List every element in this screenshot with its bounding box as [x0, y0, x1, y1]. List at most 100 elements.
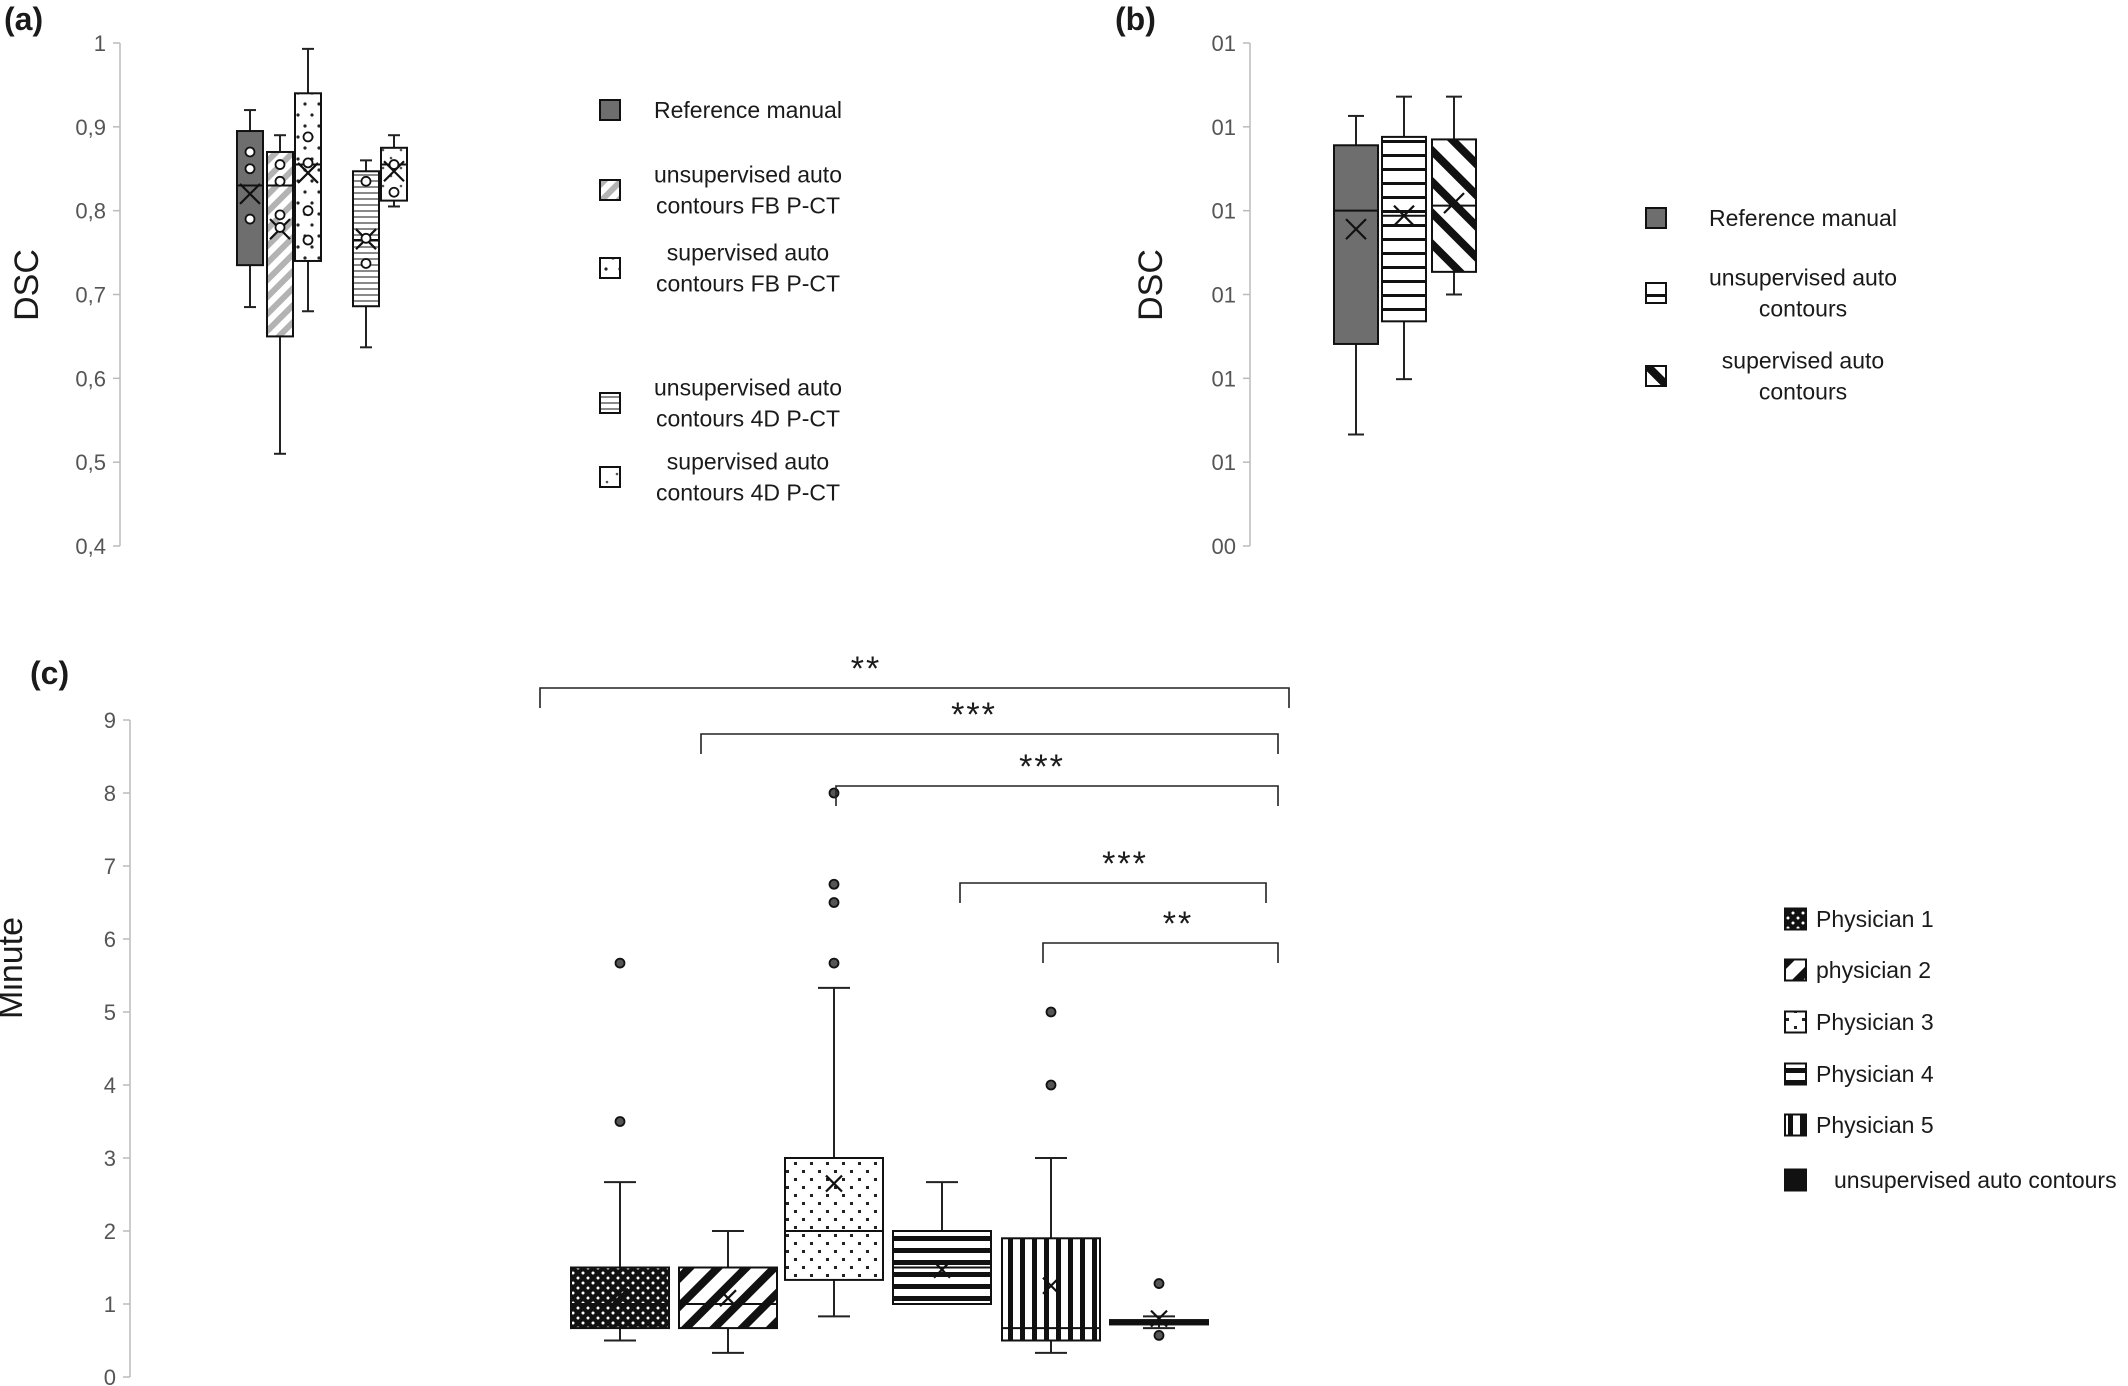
box-5 [1109, 1278, 1209, 1341]
significance-stars: *** [1102, 845, 1148, 883]
legend-label: supervised auto [667, 240, 829, 266]
legend-label: contours FB P-CT [656, 271, 840, 297]
y-tick-label: 00 [1212, 534, 1236, 559]
significance-stars: ** [851, 650, 881, 688]
data-point [274, 209, 286, 221]
box-0 [1333, 114, 1379, 436]
y-tick-label: 0,8 [75, 199, 106, 224]
y-tick-label: 0,5 [75, 450, 106, 475]
y-tick-label: 6 [104, 927, 116, 952]
legend-label: physician 2 [1816, 957, 1931, 983]
significance-bracket [835, 785, 1279, 806]
box-3 [352, 159, 380, 349]
legend-label: Physician 1 [1816, 906, 1934, 932]
legend-label: contours [1759, 296, 1847, 322]
box-iqr [1333, 144, 1379, 345]
y-tick-label: 0,7 [75, 283, 106, 308]
legend-label: contours 4D P-CT [656, 480, 840, 506]
data-point [828, 878, 840, 890]
y-tick-label: 01 [1212, 31, 1236, 56]
y-tick-label: 3 [104, 1146, 116, 1171]
data-point [388, 159, 400, 170]
y-axis-title-c: Minute [0, 917, 30, 1019]
legend-label: Physician 5 [1816, 1112, 1934, 1138]
legend-swatch [1784, 958, 1807, 982]
box-iqr [1381, 135, 1427, 323]
y-tick-label: 0,4 [75, 534, 106, 559]
panel-label-c: (c) [30, 655, 69, 691]
y-tick-label: 2 [104, 1219, 116, 1244]
box-2 [784, 787, 884, 1318]
legend-label: supervised auto [667, 449, 829, 475]
box-1 [1381, 95, 1427, 381]
legend-swatch [599, 179, 621, 201]
data-point [360, 175, 372, 187]
legend-label: supervised auto [1722, 348, 1884, 374]
y-tick-label: 1 [104, 1292, 116, 1317]
data-point [244, 146, 256, 158]
y-tick-label: 8 [104, 781, 116, 806]
data-point [302, 131, 314, 143]
y-tick-label: 01 [1212, 283, 1236, 308]
y-tick-label: 01 [1212, 366, 1236, 391]
legend-swatch [1645, 282, 1667, 304]
y-tick-label: 01 [1212, 115, 1236, 140]
data-point [1045, 1079, 1057, 1091]
mean-marker [611, 1287, 629, 1306]
data-point [388, 186, 400, 198]
box-iqr [784, 1157, 884, 1281]
legend-label: contours 4D P-CT [656, 406, 840, 432]
data-point [244, 163, 256, 175]
y-tick-label: 7 [104, 854, 116, 879]
data-point [360, 232, 372, 244]
legend-label: unsupervised auto [1709, 265, 1897, 291]
box-0 [570, 957, 670, 1342]
legend-swatch [1784, 1113, 1807, 1137]
legend-label: Reference manual [654, 97, 842, 123]
data-point [244, 213, 256, 225]
y-tick-label: 4 [104, 1073, 116, 1098]
y-tick-label: 0,6 [75, 366, 106, 391]
box-1 [266, 134, 294, 455]
y-axis-title-b: DSC [1132, 249, 1170, 321]
mean-marker [1150, 1309, 1168, 1328]
y-tick-label: 01 [1212, 199, 1236, 224]
mean-marker [1443, 192, 1465, 214]
y-tick-label: 9 [104, 708, 116, 733]
significance-stars: ** [1163, 905, 1193, 943]
mean-marker [239, 183, 261, 205]
legend-swatch [1784, 1010, 1807, 1034]
mean-marker [297, 162, 319, 184]
y-tick-label: 01 [1212, 450, 1236, 475]
box-2 [1431, 95, 1477, 296]
data-point [828, 897, 840, 908]
panel-label-b: (b) [1115, 1, 1156, 37]
significance-bracket [1042, 942, 1279, 963]
legend-label: unsupervised auto [654, 375, 842, 401]
legend-swatch [599, 466, 621, 488]
mean-marker [1345, 218, 1367, 240]
significance-bracket [959, 882, 1267, 903]
data-point [614, 957, 626, 969]
data-point [274, 175, 286, 187]
mean-marker [1393, 204, 1415, 227]
legend-label: unsupervised auto [654, 162, 842, 188]
legend-label: contours FB P-CT [656, 193, 840, 219]
legend-swatch [599, 392, 621, 414]
data-point [302, 205, 314, 217]
mean-marker [1042, 1276, 1060, 1295]
box-0 [236, 109, 264, 309]
y-tick-label: 5 [104, 1000, 116, 1025]
box-3 [892, 1181, 992, 1305]
legend-label: Physician 4 [1816, 1061, 1934, 1087]
data-point [828, 787, 840, 799]
box-iqr [294, 92, 322, 262]
box-1 [678, 1230, 778, 1354]
significance-bracket [539, 687, 1290, 708]
data-point [302, 157, 314, 169]
legend-label: contours [1759, 379, 1847, 405]
